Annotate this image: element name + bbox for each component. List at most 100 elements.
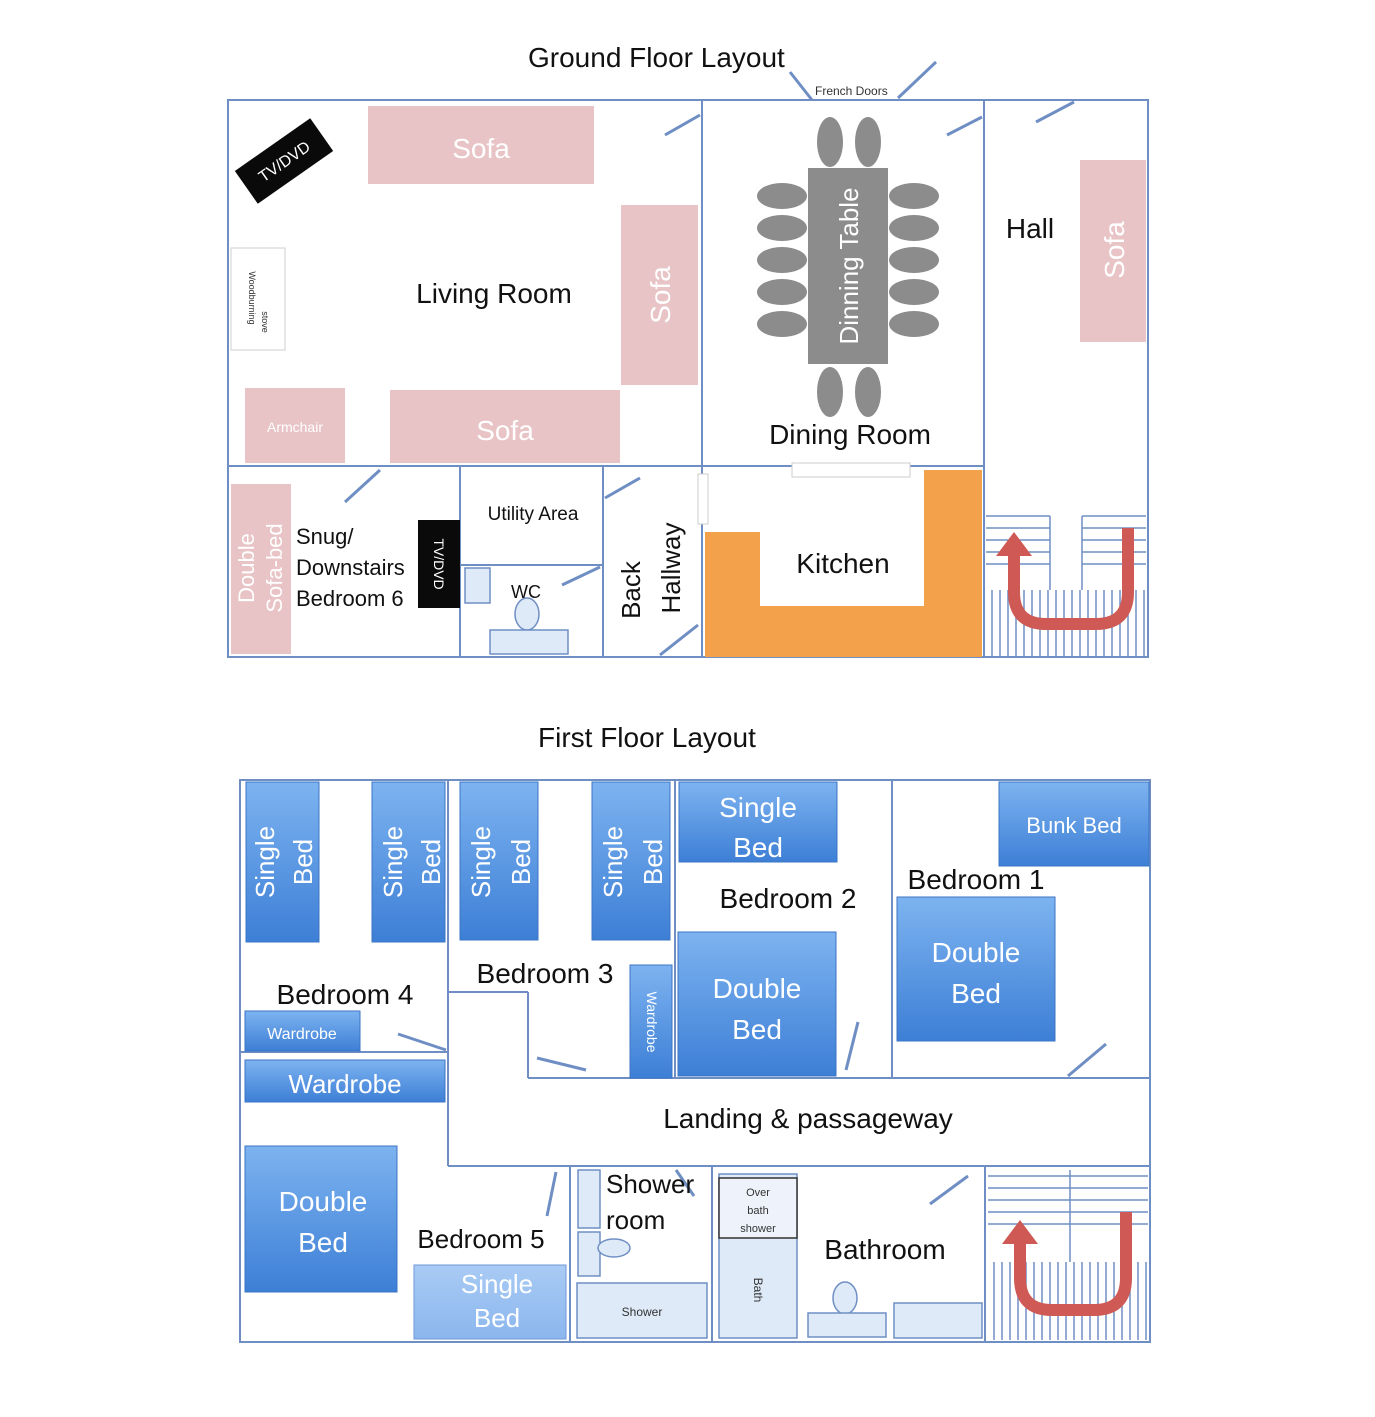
bedroom1-label: Bedroom 1 (908, 864, 1045, 895)
stairs-arrowhead-ground (996, 532, 1032, 556)
bedroom4-furniture: Single Bed Single Bed (245, 781, 446, 943)
door (1067, 1042, 1107, 1078)
dining-room-label: Dining Room (769, 419, 931, 450)
double-bed-bedroom1-label-1: Double (932, 937, 1021, 968)
sofa-bed-label-1: Double (234, 533, 259, 603)
stairs-arrow-first (1014, 1212, 1132, 1316)
double-bed-bedroom1 (896, 896, 1056, 1042)
utility-label: Utility Area (488, 504, 579, 525)
shower-room-label-1: Shower (606, 1169, 694, 1199)
sofa-top (368, 106, 594, 184)
single-bed-e-label-2: Bed (733, 832, 783, 863)
door (604, 476, 641, 500)
ground-floor-title: Ground Floor Layout (528, 42, 785, 73)
sofa-right-label: Sofa (645, 266, 676, 324)
door (397, 1032, 447, 1052)
first-outer-wall (239, 779, 1151, 1343)
double-bed-bedroom5 (244, 1145, 398, 1293)
single-bed-f-label-1: Single (461, 1269, 533, 1299)
bathroom-cistern (807, 1312, 887, 1338)
back-hallway-label-1: Back (616, 560, 646, 619)
stairs-first-steps-left (988, 1170, 1071, 1262)
shower-room-cabinet (577, 1231, 601, 1277)
shower-room-basin (577, 1169, 601, 1229)
single-bed-a-label-2: Bed (288, 839, 318, 885)
double-bed-bedroom5-label-1: Double (279, 1186, 368, 1217)
wardrobe-small-label: Wardrobe (267, 1026, 337, 1043)
stairs-ground-steps-right (1081, 515, 1146, 590)
bathroom-toilet (832, 1281, 858, 1315)
door (844, 1021, 860, 1071)
tv-snug-label: TV/DVD (431, 538, 447, 589)
french-doors-label: French Doors (815, 84, 888, 98)
door (788, 71, 814, 101)
armchair-label: Armchair (267, 419, 323, 435)
sofa-right (621, 205, 698, 385)
door (561, 565, 601, 587)
first-floor (239, 779, 1151, 1343)
wardrobe-bedroom3-label: Wardrobe (644, 992, 660, 1053)
snug-label-1: Snug/ (296, 524, 354, 549)
door (664, 113, 701, 137)
stairs-arrowhead-first (1002, 1220, 1038, 1244)
bunk-bed-label: Bunk Bed (1026, 813, 1121, 838)
ground-outer-wall (227, 99, 1149, 658)
woodburning-stove (230, 247, 286, 351)
over-bath-label-3: shower (740, 1223, 776, 1235)
hall-label: Hall (1006, 213, 1054, 244)
sofa-hall-label: Sofa (1099, 221, 1130, 279)
armchair (245, 388, 345, 463)
door (929, 1174, 969, 1206)
over-bath-label-2: bath (747, 1205, 768, 1217)
door (896, 60, 938, 100)
single-bed-b (371, 781, 446, 943)
single-bed-e-label-1: Single (719, 792, 797, 823)
bedroom3-label: Bedroom 3 (477, 958, 614, 989)
bedroom5-label: Bedroom 5 (417, 1224, 544, 1254)
bunk-bed (998, 781, 1150, 867)
sofa-bed-label-2: Sofa-bed (262, 523, 287, 612)
single-bed-a (245, 781, 320, 943)
back-door-frame (697, 473, 709, 525)
doors-first (397, 1021, 1107, 1217)
door (545, 1171, 558, 1217)
door (1035, 100, 1075, 124)
single-bed-a-label-1: Single (250, 826, 280, 898)
shower-room-fixtures (576, 1169, 708, 1339)
double-sofa-bed (231, 484, 291, 654)
bathroom-label: Bathroom (824, 1234, 945, 1265)
snug-label-2: Downstairs (296, 555, 405, 580)
door (659, 623, 699, 657)
dining-table-label: Dinning Table (834, 187, 864, 344)
single-bed-c (459, 781, 539, 941)
stove-label-1: Woodburning (247, 271, 257, 324)
door (946, 115, 983, 137)
living-room-label: Living Room (416, 278, 572, 309)
dining-chairs (757, 117, 939, 417)
single-bed-f-label-2: Bed (474, 1303, 520, 1333)
stairs-first-steps-right (1070, 1175, 1148, 1225)
double-bed-bedroom1-label-2: Bed (951, 978, 1001, 1009)
stairs-arrow-ground (1008, 528, 1134, 630)
doors-ground (343, 60, 1075, 657)
wc-cistern (489, 629, 569, 655)
wardrobe-large (244, 1059, 446, 1103)
door (674, 1169, 696, 1197)
sofa-bottom (390, 390, 620, 463)
sofa-bottom-label: Sofa (476, 415, 534, 446)
single-bed-d (591, 781, 671, 941)
stairs-first-treads (993, 1262, 1147, 1340)
sofa-hall (1080, 160, 1146, 342)
wc-toilet (514, 597, 540, 631)
door (536, 1056, 587, 1072)
single-bed-d-label-1: Single (598, 826, 628, 898)
single-bed-c-label-2: Bed (506, 839, 536, 885)
shower-label: Shower (622, 1305, 663, 1319)
kitchen-label: Kitchen (796, 548, 889, 579)
landing-label: Landing & passageway (663, 1103, 953, 1134)
single-bed-b-label-2: Bed (416, 839, 446, 885)
shower-tray (576, 1282, 708, 1339)
single-bed-d-label-2: Bed (638, 839, 668, 885)
door (343, 468, 382, 504)
